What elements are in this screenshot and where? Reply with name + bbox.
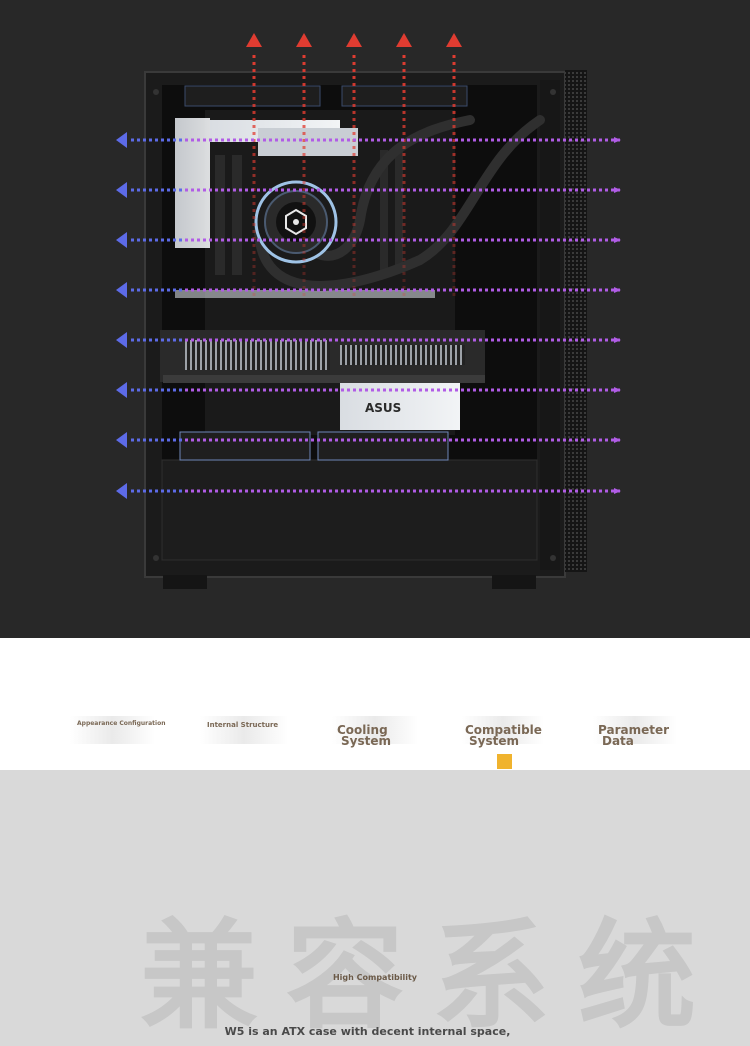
tab-label: System [469,734,519,748]
airflow-left-arrow-icon [116,132,621,148]
tab-internal-structure[interactable]: Internal Structure [207,722,278,729]
pc-case-illustration: ASUS [116,33,621,589]
tab-label: Data [602,734,634,748]
airflow-left-arrow-icon [116,182,621,198]
airflow-left-arrow-icon [116,382,621,398]
airflow-left-arrow-icon [116,432,621,448]
airflow-up-arrow-icon [446,33,462,296]
tab-label: System [341,734,391,748]
airflow-left-arrow-icon [116,232,621,248]
motherboard: ASUS [175,110,460,435]
tab-parameter-data[interactable]: Parameter Data [598,724,669,747]
airflow-left-arrow-icon [116,483,621,499]
tab-cooling-system[interactable]: Cooling System [337,724,391,747]
feature-tabs: Appearance Configuration Internal Struct… [0,638,750,770]
watermark-calligraphy: 兼容系统 [140,906,725,1045]
tab-highlight [70,716,155,744]
tab-label: Internal Structure [207,721,279,729]
tab-appearance-configuration[interactable]: Appearance Configuration [77,721,165,727]
product-hero-image: ASUS [0,0,750,638]
tab-highlight [200,716,288,744]
tab-label: Compatible [465,723,542,737]
airflow-up-arrow-icon [296,33,312,296]
airflow-left-arrow-icon [116,332,621,348]
feature-title: High Compatibility [332,973,418,982]
airflow-arrows [116,132,621,499]
tab-highlight [593,716,677,744]
tab-highlight [462,716,544,744]
tab-label: Cooling [337,723,388,737]
aio-cooler [254,115,545,291]
feature-description: W5 is an ATX case with decent internal s… [224,1025,511,1038]
airflow-up-arrow-icon [246,33,262,296]
tab-label: Parameter [598,723,670,737]
tab-compatible-system[interactable]: Compatible System [465,724,542,747]
tab-highlight [332,716,418,744]
bottom-fans [179,431,449,461]
airflow-left-arrow-icon [116,282,621,298]
motherboard-brand: ASUS [365,401,401,415]
tab-label: Appearance Configuration [77,720,166,727]
graphics-card [160,330,485,383]
active-tab-indicator [497,754,512,769]
feature-section: 兼容系统 High Compatibility W5 is an ATX cas… [0,770,750,1046]
exhaust-airflow-arrows [246,33,462,296]
cooler-logo-icon [285,208,307,236]
